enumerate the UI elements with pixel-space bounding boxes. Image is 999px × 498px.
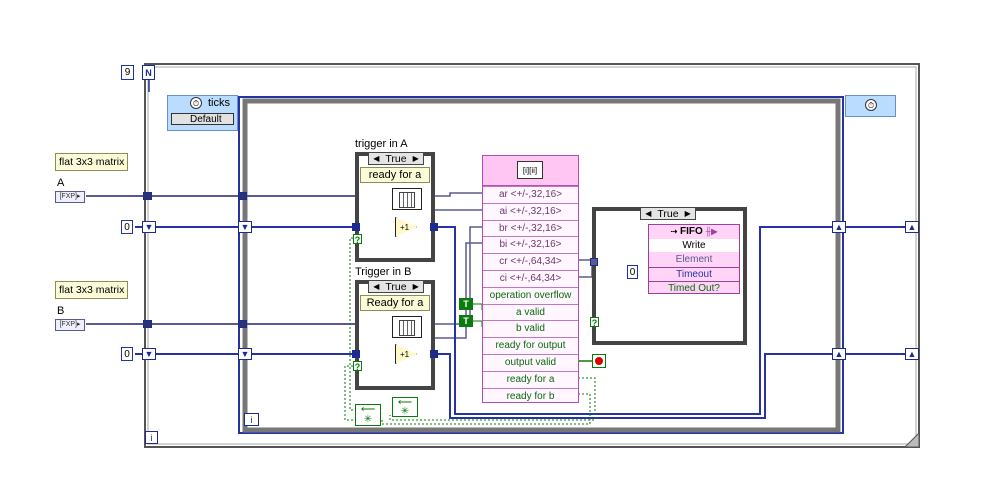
- case-a-selector-value: True: [385, 152, 407, 165]
- timed-loop-frame: [238, 96, 844, 434]
- unbundle-subvi-a[interactable]: [392, 188, 422, 210]
- unbundle-subvi-b[interactable]: [392, 316, 422, 338]
- true-constant-b[interactable]: T: [459, 315, 473, 327]
- fifo-timeout-input[interactable]: Timeout: [649, 267, 739, 281]
- fifo-write-node[interactable]: ⇢ FIFO ╫▶ Write Element Timeout Timed Ou…: [648, 224, 740, 294]
- fifo-timeout-constant[interactable]: 0: [627, 265, 638, 279]
- clock-icon: ⏱: [865, 99, 877, 111]
- ip-node-terminal-row[interactable]: bi <+/-,32,16>: [483, 236, 578, 254]
- fifo-method: Write: [649, 239, 739, 252]
- ticks-label: ticks: [208, 97, 230, 109]
- ip-node-terminal-row[interactable]: a valid: [483, 303, 578, 322]
- decrement-arrow-icon[interactable]: ◀: [645, 209, 652, 218]
- fxp-tunnel-inner-b: [238, 320, 247, 328]
- case-a-tunnel-out: [430, 223, 438, 231]
- led-icon: [595, 357, 603, 365]
- ip-node-terminal-row[interactable]: b valid: [483, 320, 578, 338]
- ip-integration-node[interactable]: [i][ii] ar <+/-,32,16>ai <+/-,32,16>br <…: [482, 155, 579, 403]
- case-b-tunnel-in: [352, 350, 360, 358]
- case-a-subvi-label: ready for a: [360, 167, 430, 183]
- default-source-field[interactable]: Default: [171, 113, 234, 125]
- feedback-node-a[interactable]: ⟵ ✳: [355, 404, 381, 426]
- fifo-timed-out-output[interactable]: Timed Out?: [649, 281, 739, 295]
- matrix-icon: [399, 320, 415, 336]
- fifo-selector-value: True: [657, 207, 679, 220]
- case-b-subvi-label: Ready for a: [360, 295, 430, 311]
- outer-shift-register-right-b: ▲: [905, 348, 919, 360]
- ip-node-terminal-row[interactable]: operation overflow: [483, 286, 578, 305]
- output-valid-indicator: [592, 354, 606, 368]
- ip-node-terminal-row[interactable]: ar <+/-,32,16>: [483, 186, 578, 204]
- control-name-a: A: [57, 177, 65, 189]
- increment-arrow-icon[interactable]: ▶: [412, 154, 419, 163]
- timed-loop-output-node[interactable]: ⏱: [845, 95, 896, 117]
- loop-count-constant[interactable]: 9: [121, 65, 134, 80]
- shift-register-left-a: ▼: [142, 221, 156, 233]
- shift-register-left-b: ▼: [142, 348, 156, 360]
- case-b-boolean-tunnel: ?: [353, 361, 362, 372]
- timed-loop-input-node[interactable]: ⏱ ticks Default: [167, 95, 238, 131]
- shift-register-inner-b: ▼: [238, 348, 252, 360]
- ip-node-icon: [i][ii]: [517, 161, 543, 179]
- feedback-arrow-icon: ⟵: [397, 397, 413, 408]
- feedback-init-icon: ✳: [363, 414, 373, 425]
- increment-arrow-icon[interactable]: ▶: [684, 209, 691, 218]
- loop-count-terminal: N: [142, 65, 155, 80]
- matrix-icon: [399, 192, 415, 208]
- fifo-title: FIFO: [680, 226, 703, 237]
- ip-node-terminal-row[interactable]: ci <+/-,64,34>: [483, 270, 578, 288]
- ip-node-header: [i][ii]: [483, 156, 578, 186]
- true-constant-a[interactable]: T: [459, 298, 473, 310]
- ip-node-terminal-row[interactable]: ready for output: [483, 337, 578, 355]
- ip-node-terminal-row[interactable]: ready for a: [483, 370, 578, 389]
- fifo-element-input[interactable]: Element: [675, 254, 713, 265]
- fifo-case-boolean-tunnel: ?: [590, 317, 599, 328]
- feedback-init-icon: ✳: [400, 406, 410, 417]
- timed-iteration-terminal: i: [244, 413, 259, 426]
- shift-register-right-a: ▲: [832, 221, 846, 233]
- outer-shift-register-right-a: ▲: [905, 221, 919, 233]
- ip-node-terminal-row[interactable]: ai <+/-,32,16>: [483, 202, 578, 221]
- fifo-case-selector[interactable]: ◀ True ▶: [640, 207, 696, 220]
- clock-icon: ⏱: [190, 97, 202, 109]
- matrix-label-a: flat 3x3 matrix: [55, 153, 129, 171]
- outer-iteration-terminal: i: [145, 431, 158, 444]
- decrement-arrow-icon[interactable]: ◀: [373, 282, 380, 291]
- fifo-case-tunnel: [590, 258, 598, 266]
- fxp-tunnel-a: [143, 192, 152, 200]
- fifo-arrow-icon: ⇢: [670, 227, 678, 236]
- zero-constant-a[interactable]: 0: [121, 220, 133, 234]
- control-name-b: B: [57, 305, 65, 317]
- ip-node-terminal-row[interactable]: br <+/-,32,16>: [483, 219, 578, 238]
- case-a-title: trigger in A: [355, 138, 408, 150]
- ip-node-terminal-row[interactable]: output valid: [483, 354, 578, 372]
- decrement-arrow-icon[interactable]: ◀: [373, 154, 380, 163]
- case-a-selector[interactable]: ◀ True ▶: [368, 152, 424, 165]
- shift-register-right-b: ▲: [832, 348, 846, 360]
- shift-register-inner-a: ▼: [238, 221, 252, 233]
- increment-arrow-icon[interactable]: ▶: [412, 282, 419, 291]
- case-a-boolean-tunnel: ?: [353, 234, 362, 245]
- ip-node-terminal-row[interactable]: ready for b: [483, 387, 578, 406]
- fifo-title-row: ⇢ FIFO ╫▶: [649, 225, 739, 238]
- fxp-control-b[interactable]: [FXP]▸: [55, 319, 85, 331]
- feedback-node-b[interactable]: ⟵ ✳: [392, 397, 418, 417]
- case-b-title: Trigger in B: [355, 266, 412, 278]
- fxp-control-a[interactable]: [FXP]▸: [55, 191, 85, 203]
- fifo-queue-icon: ╫▶: [705, 227, 718, 236]
- fxp-tunnel-b: [143, 320, 152, 328]
- case-b-selector[interactable]: ◀ True ▶: [368, 280, 424, 293]
- zero-constant-b[interactable]: 0: [121, 347, 133, 361]
- case-a-tunnel-in: [352, 223, 360, 231]
- feedback-arrow-icon: ⟵: [360, 404, 376, 415]
- case-b-selector-value: True: [385, 280, 407, 293]
- fxp-tunnel-inner-a: [238, 192, 247, 200]
- ip-node-terminal-row[interactable]: cr <+/-,64,34>: [483, 253, 578, 271]
- matrix-label-b: flat 3x3 matrix: [55, 281, 129, 299]
- for-loop-frame: [144, 63, 920, 448]
- case-b-tunnel-out: [430, 350, 438, 358]
